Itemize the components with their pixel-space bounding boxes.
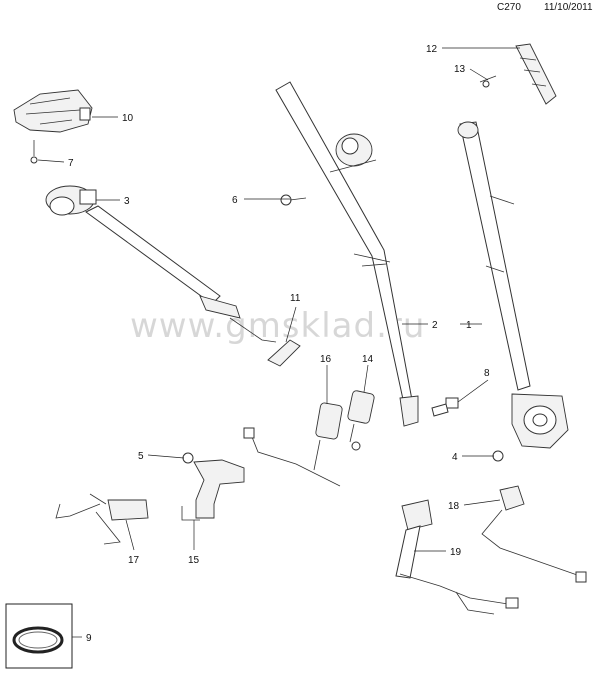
callout-labels: 1 2 3 4 5 6 7 8 9 10 11 12 13 14 15 16 1… [68, 44, 490, 644]
part-12-height-adjuster [515, 43, 557, 105]
part-17-buckle-harness [55, 493, 149, 545]
part-14-buckle [347, 390, 375, 451]
part-11-tongue [267, 339, 301, 367]
part-10-bracket [13, 89, 93, 133]
callout-8: 8 [484, 368, 490, 379]
part-19-buckle-stalk [395, 499, 519, 615]
callout-3: 3 [124, 196, 130, 207]
callout-12: 12 [426, 44, 438, 55]
callout-16: 16 [320, 354, 332, 365]
leader-lines [37, 47, 520, 638]
part-5-nut [182, 452, 194, 464]
diagram-date: 11/10/2011 [544, 2, 593, 13]
callout-11: 11 [290, 293, 301, 304]
callout-13: 13 [454, 64, 466, 75]
part-4-nut [492, 450, 504, 462]
callout-4: 4 [452, 452, 458, 463]
callout-5: 5 [138, 451, 144, 462]
part-9-ring [5, 603, 73, 669]
part-8-bolt [431, 397, 459, 417]
callout-6: 6 [232, 195, 238, 206]
callout-15: 15 [188, 555, 200, 566]
callout-9: 9 [86, 633, 92, 644]
callout-14: 14 [362, 354, 374, 365]
part-13-bolt [479, 75, 497, 88]
part-2-belt [275, 81, 419, 427]
callout-1: 1 [466, 320, 472, 331]
callout-17: 17 [128, 555, 140, 566]
part-7-screw [30, 140, 38, 164]
part-1-belt-retractor [457, 121, 569, 449]
part-16-buckle [243, 402, 343, 487]
callout-19: 19 [450, 547, 462, 558]
part-3-retractor-belt [45, 185, 277, 343]
watermark-text: www.gmsklad.ru [130, 306, 425, 346]
part-18-buckle-harness [481, 485, 587, 583]
callout-18: 18 [448, 501, 460, 512]
part-6-bolt [280, 194, 307, 206]
diagram-code: C270 [497, 2, 521, 13]
callout-7: 7 [68, 158, 74, 169]
part-15-buckle-bracket [181, 459, 245, 521]
callout-10: 10 [122, 113, 134, 124]
callout-2: 2 [432, 320, 438, 331]
